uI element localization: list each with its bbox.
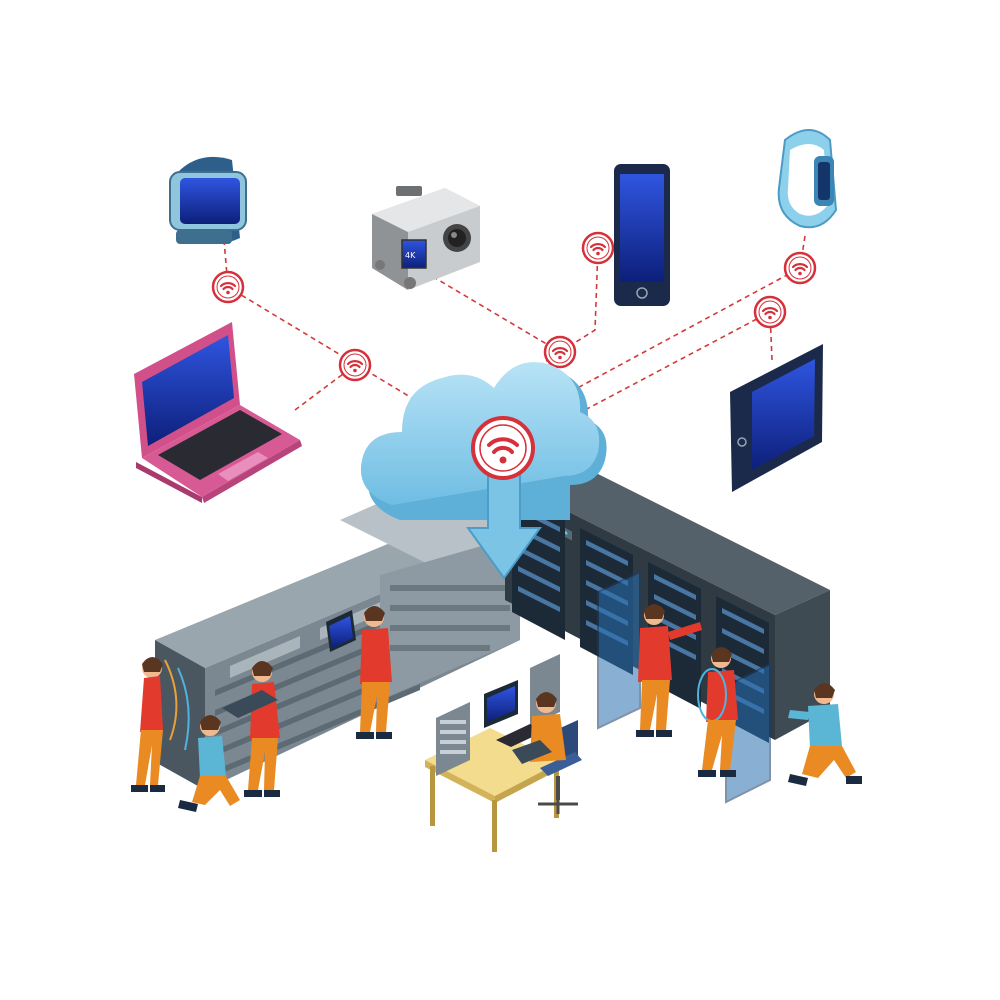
link-laptop: [294, 364, 356, 411]
band-icon: [777, 129, 838, 229]
wifi-icon: [753, 295, 787, 329]
laptop-icon: [134, 322, 302, 503]
link-band: [569, 235, 806, 393]
wifi-icon: [471, 416, 535, 480]
cloud-icon: [360, 362, 607, 580]
smartwatch-icon: [169, 156, 247, 244]
camera-display: 4K: [405, 251, 416, 260]
technician: [788, 683, 862, 786]
link-camera: [424, 271, 561, 353]
tablet-icon: [730, 344, 823, 492]
wifi-icon: [211, 270, 245, 304]
rack-door: [597, 570, 641, 730]
wifi-icon: [783, 251, 817, 285]
technician: [636, 604, 702, 737]
phone-icon: [614, 164, 670, 306]
wifi-icon: [543, 335, 577, 369]
technician: [512, 692, 566, 764]
wifi-icon: [338, 348, 372, 382]
technician: [697, 647, 738, 777]
wifi-icon: [581, 231, 615, 265]
wifi-badges: [211, 231, 817, 382]
technician: [131, 657, 165, 792]
technician: [326, 606, 392, 739]
technician: [178, 715, 240, 812]
technician: [222, 661, 280, 797]
workstation-desk: [425, 654, 560, 852]
arrow-down-icon: [466, 469, 542, 580]
camera-icon: 4K: [372, 186, 480, 290]
